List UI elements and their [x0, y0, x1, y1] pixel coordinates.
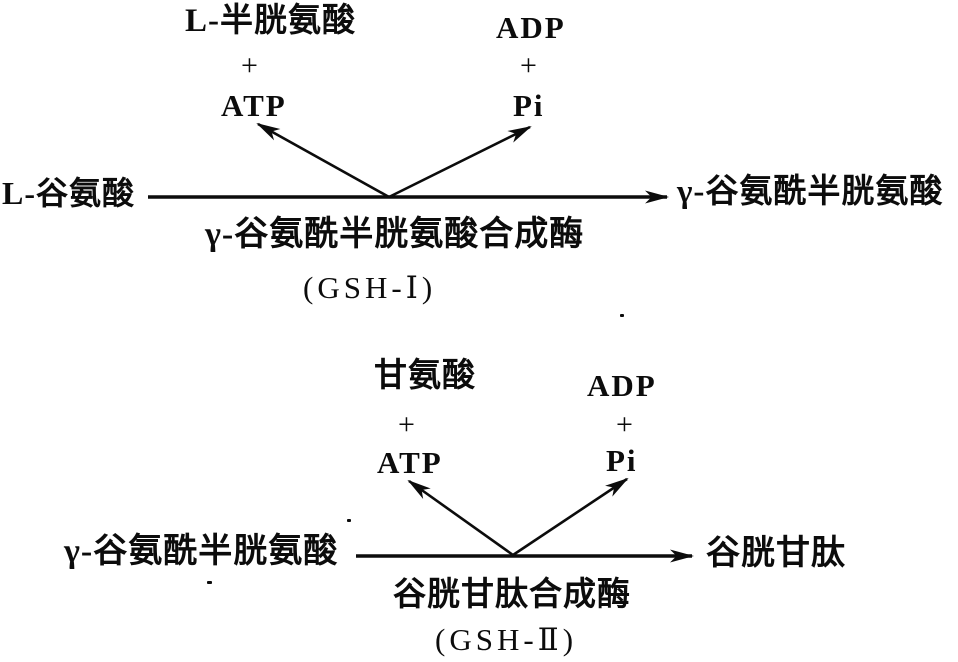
- r1-plus-out: +: [520, 49, 537, 82]
- scan-speck: [347, 519, 351, 522]
- r2-plus-in: +: [398, 408, 415, 441]
- r2-atp-arrow: [407, 479, 514, 557]
- r1-enzyme-code-label: (GSH-Ⅰ): [303, 270, 437, 305]
- r1-product-label: γ-谷氨酰半胱氨酸: [677, 174, 944, 210]
- r2-atp-label: ATP: [377, 445, 443, 480]
- r1-plus-in: +: [241, 49, 258, 82]
- r1-cosubstrate-label: L-半胱氨酸: [185, 3, 356, 39]
- r2-plus-out: +: [616, 408, 633, 441]
- scan-speck: [620, 314, 624, 317]
- r2-cosubstrate-label: 甘氨酸: [374, 358, 476, 394]
- r1-substrate-label: L-谷氨酸: [2, 175, 136, 211]
- scan-speck: [207, 581, 212, 584]
- r2-enzyme-label: 谷胱甘肽合成酶: [393, 577, 631, 613]
- r1-adp-label: ADP: [496, 10, 566, 45]
- r2-product-label: 谷胱甘肽: [706, 535, 846, 572]
- r1-enzyme-label: γ-谷氨酰半胱氨酸合成酶: [205, 216, 585, 253]
- r2-pi-arrow: [512, 477, 629, 557]
- r2-adp-label: ADP: [587, 368, 657, 403]
- r1-pi-label: Pi: [513, 88, 545, 123]
- r2-pi-label: Pi: [606, 443, 638, 478]
- r1-pi-arrow: [388, 125, 532, 199]
- r2-enzyme-code-label: (GSH-Ⅱ): [435, 622, 578, 657]
- r1-atp-label: ATP: [221, 88, 287, 123]
- r1-atp-arrow: [256, 122, 390, 199]
- r2-substrate-label: γ-谷氨酰半胱氨酸: [64, 533, 339, 570]
